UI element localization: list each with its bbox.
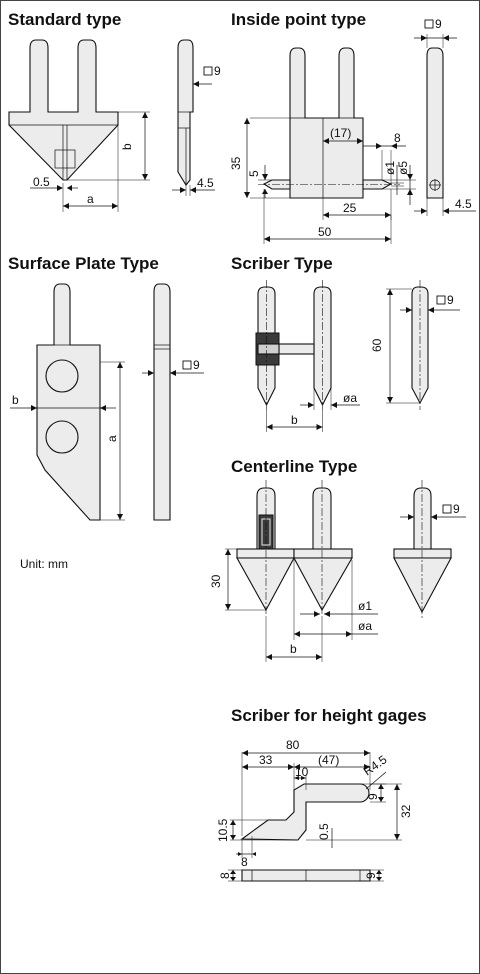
surface-plate-type-title: Surface Plate Type — [8, 254, 159, 273]
centerline-dim-30: 30 — [209, 574, 223, 588]
height-gage-scriber-drawing — [230, 750, 402, 858]
inside-dim-dia5: ø5 — [396, 161, 410, 175]
standard-side-dim-9: 9 — [214, 64, 221, 78]
height-gage-scriber-title: Scriber for height gages — [231, 706, 427, 725]
standard-type-front-view — [8, 39, 150, 212]
surface-plate-dim-a: a — [105, 435, 119, 442]
standard-dim-a: a — [87, 192, 94, 206]
inside-point-type-title: Inside point type — [231, 10, 367, 29]
height-gage-plan-dim-9: 9 — [364, 872, 378, 879]
surface-plate-dim-b: b — [12, 393, 19, 407]
centerline-dim-dia-a: øa — [358, 619, 372, 633]
height-gage-dim-r4-5: R4.5 — [361, 752, 390, 778]
surface-plate-side-dim-9: 9 — [193, 358, 200, 372]
height-gage-dim-8: 8 — [241, 855, 248, 869]
height-gage-plan-dim-8: 8 — [218, 872, 232, 879]
scriber-side-dim-60: 60 — [370, 338, 384, 352]
height-gage-dim-0-5: 0.5 — [317, 823, 331, 840]
height-gage-dim-9: 9 — [366, 793, 380, 800]
centerline-dim-dia1: ø1 — [358, 599, 372, 613]
height-gage-dim-32: 32 — [399, 804, 413, 818]
surface-plate-side-view — [142, 283, 204, 521]
height-gage-dim-10: 10 — [295, 765, 309, 779]
inside-dim-35: 35 — [229, 156, 243, 170]
standard-side-dim-4-5: 4.5 — [197, 176, 214, 190]
unit-label: Unit: mm — [20, 557, 68, 571]
centerline-side-dim-9: 9 — [453, 502, 460, 516]
inside-dim-17: (17) — [330, 126, 351, 140]
centerline-type-side-view — [393, 480, 466, 618]
scriber-side-dim-9: 9 — [447, 293, 454, 307]
surface-plate-front-view — [10, 283, 125, 521]
inside-dim-50: 50 — [318, 225, 332, 239]
standard-type-title: Standard type — [8, 10, 122, 29]
height-gage-dim-80: 80 — [286, 738, 300, 752]
centerline-type-title: Centerline Type — [231, 457, 358, 476]
scriber-dim-dia-a: øa — [343, 391, 357, 405]
scriber-type-front-view — [255, 280, 360, 432]
inside-dim-25: 25 — [343, 201, 357, 215]
inside-dim-5: 5 — [247, 170, 261, 177]
scriber-dim-b: b — [291, 413, 298, 427]
inside-point-front-view — [244, 47, 416, 244]
inside-side-dim-9: 9 — [435, 17, 442, 31]
standard-dim-0-5: 0.5 — [33, 175, 50, 189]
height-gage-dim-10-5: 10.5 — [216, 818, 230, 842]
height-gage-dim-33: 33 — [259, 753, 273, 767]
inside-dim-8: 8 — [394, 131, 401, 145]
inside-dim-dia1: ø1 — [383, 161, 397, 175]
standard-type-side-view — [172, 39, 215, 196]
inside-point-side-view — [414, 19, 476, 216]
scriber-type-side-view — [386, 280, 460, 410]
scriber-type-title: Scriber Type — [231, 254, 333, 273]
height-gage-scriber-plan-view — [228, 869, 384, 882]
centerline-type-front-view — [225, 480, 378, 662]
inside-side-dim-4-5: 4.5 — [455, 197, 472, 211]
height-gage-dim-47: (47) — [318, 753, 339, 767]
standard-dim-b: b — [120, 143, 134, 150]
centerline-dim-b: b — [290, 642, 297, 656]
